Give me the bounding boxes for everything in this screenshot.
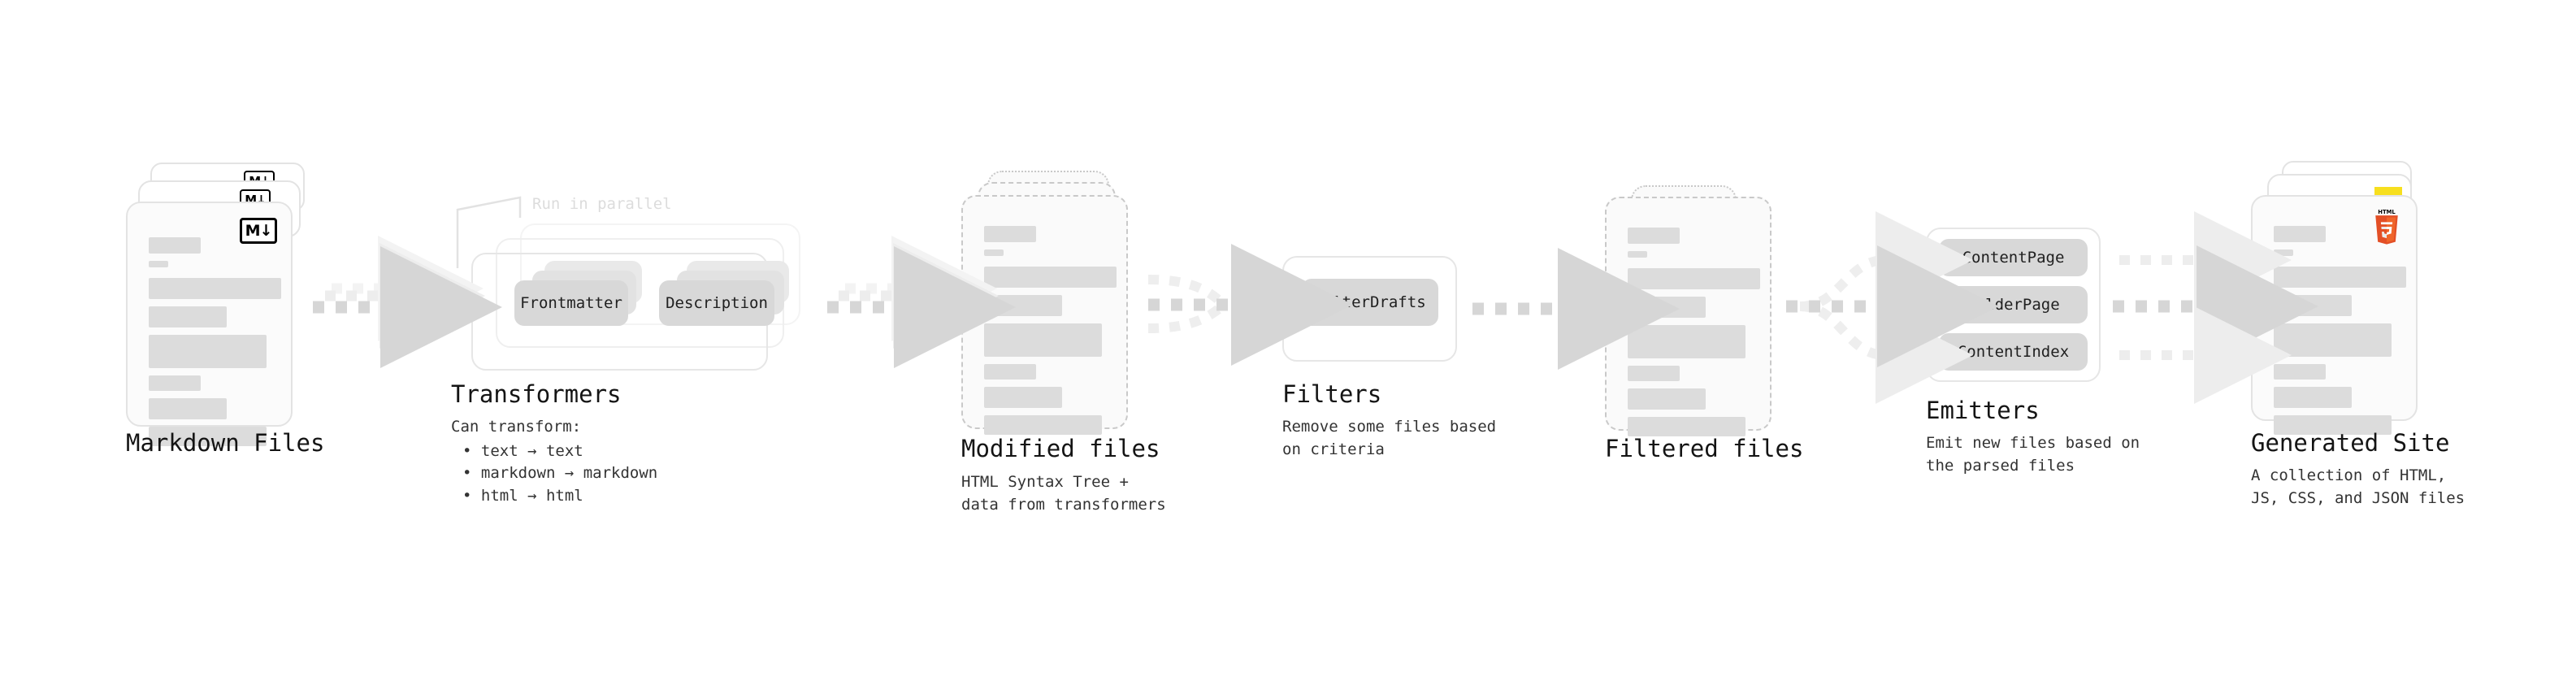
placeholder-line [1628, 297, 1706, 318]
run-in-parallel-label: Run in parallel [532, 195, 672, 213]
connector-filtered-to-emitters [1786, 211, 1999, 404]
stage-title-emitters: Emitters [1926, 397, 2040, 424]
modified-files-stack [961, 171, 1148, 435]
placeholder-line [149, 306, 227, 327]
placeholder-line [1628, 228, 1680, 244]
markdown-icon: M↓ [240, 218, 277, 244]
generated-card-front: HTML [2251, 195, 2418, 435]
connector-modified-to-filters [1147, 244, 1353, 366]
transformers-node: Run in parallel Frontmatter Description [451, 195, 841, 371]
placeholder-line [984, 226, 1036, 242]
emitter-chip-folderpage[interactable]: FolderPage [1939, 286, 2088, 323]
filtered-files-stack [1605, 185, 1792, 436]
stage-title-markdown-files: Markdown Files [126, 429, 325, 457]
placeholder-line [149, 278, 281, 299]
placeholder-line [984, 323, 1102, 357]
svg-text:HTML: HTML [2378, 210, 2396, 215]
placeholder-line [2274, 364, 2326, 380]
placeholder-line [984, 295, 1062, 316]
filtered-card-front [1605, 197, 1772, 436]
transformer-layer-back [520, 223, 800, 325]
bullet-item: • text → text [462, 441, 583, 460]
stage-title-modified-files: Modified files [961, 435, 1160, 462]
transformer-chip-frontmatter[interactable]: Frontmatter [514, 280, 628, 326]
placeholder-line [1628, 268, 1760, 289]
emitters-node: ContentPage FolderPage ContentIndex [1926, 228, 2101, 382]
html5-icon: HTML [2375, 210, 2398, 245]
placeholder-line [2274, 415, 2392, 435]
connector-markdown-to-transformers [313, 236, 502, 368]
generated-site-stack: CSS HTML [2251, 161, 2446, 435]
placeholder-line [149, 375, 201, 391]
placeholder-line [2274, 323, 2392, 357]
markdown-card-front: M↓ [126, 202, 293, 446]
transformers-bullets: Can transform: • text → text • markdown … [451, 416, 657, 507]
filter-chip-filterdrafts[interactable]: FilterDrafts [1302, 279, 1438, 326]
bullets-heading: Can transform: [451, 418, 582, 436]
placeholder-lines [1628, 228, 1760, 444]
placeholder-lines [984, 226, 1117, 442]
stage-subtitle-modified-files: HTML Syntax Tree + data from transformer… [961, 473, 1166, 514]
stage-subtitle-generated-site: A collection of HTML, JS, CSS, and JSON … [2251, 466, 2465, 507]
placeholder-line [984, 249, 1004, 256]
stage-title-transformers: Transformers [451, 380, 622, 408]
placeholder-line [149, 335, 267, 368]
placeholder-line [1628, 366, 1680, 381]
bullet-item: • markdown → markdown [462, 464, 658, 483]
placeholder-line [2274, 249, 2293, 256]
placeholder-lines [149, 237, 281, 453]
placeholder-line [2274, 267, 2406, 288]
stage-title-generated-site: Generated Site [2251, 429, 2450, 457]
stage-title-filtered-files: Filtered files [1605, 435, 1804, 462]
placeholder-line [1628, 325, 1746, 358]
placeholder-line [149, 427, 267, 446]
stage-title-filters: Filters [1282, 380, 1382, 408]
emitter-chip-contentindex[interactable]: ContentIndex [1939, 333, 2088, 371]
placeholder-line [984, 387, 1062, 408]
bullet-item: • html → html [462, 486, 583, 505]
placeholder-line [149, 261, 168, 267]
placeholder-line [984, 364, 1036, 380]
placeholder-line [2274, 387, 2352, 408]
connector-emitters-to-generated [2113, 211, 2318, 404]
placeholder-lines [2274, 226, 2406, 442]
placeholder-line [2274, 295, 2352, 316]
emitter-chip-contentpage[interactable]: ContentPage [1939, 239, 2088, 276]
stage-subtitle-emitters: Emit new files based on the parsed files [1926, 434, 2140, 475]
filters-node: FilterDrafts [1282, 256, 1457, 362]
markdown-files-stack: M↓ M↓ M↓ [126, 163, 313, 446]
placeholder-line [2274, 226, 2326, 242]
placeholder-line [149, 398, 227, 419]
placeholder-line [984, 267, 1117, 288]
stage-subtitle-filters: Remove some files based on criteria [1282, 418, 1497, 458]
placeholder-line [1628, 251, 1647, 258]
transformer-chip-description[interactable]: Description [659, 280, 774, 326]
modified-card-front [961, 195, 1128, 435]
placeholder-line [984, 415, 1102, 435]
placeholder-line [1628, 388, 1706, 410]
placeholder-line [149, 237, 201, 254]
placeholder-line [1628, 417, 1746, 436]
